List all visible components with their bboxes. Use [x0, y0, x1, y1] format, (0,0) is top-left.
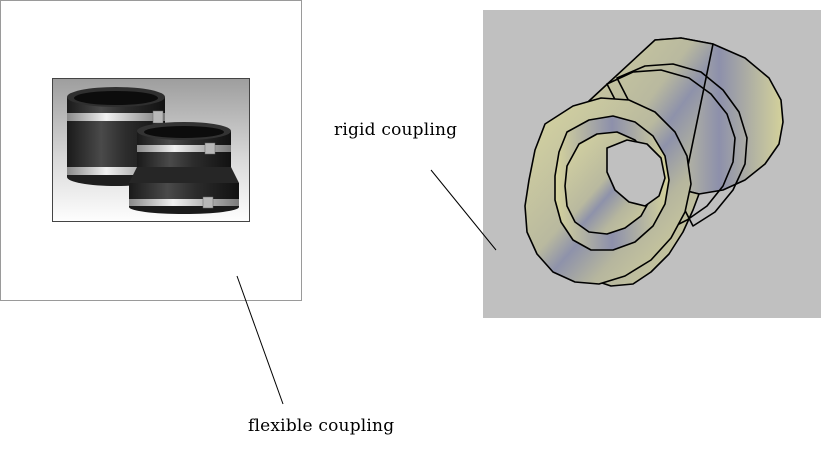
rigid-coupling-label: rigid coupling	[334, 120, 458, 140]
rigid-leader-line	[430, 169, 497, 251]
flexible-coupling-photo	[52, 78, 250, 222]
flexible-leader-line	[236, 275, 284, 405]
small-coupling-shape	[129, 122, 239, 214]
rigid-coupling-panel	[483, 10, 821, 318]
flexible-coupling-label: flexible coupling	[248, 416, 395, 436]
rigid-coupling-render	[524, 37, 784, 287]
rigid-coupling-body	[524, 37, 784, 287]
flexible-coupling-illustration	[53, 79, 249, 221]
